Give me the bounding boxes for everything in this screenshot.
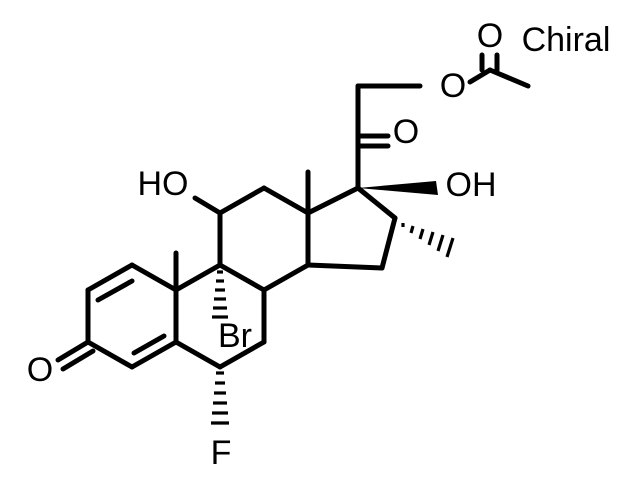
bromine-label: Br: [218, 317, 252, 355]
hydroxyl-11-label: HO: [138, 165, 189, 203]
oxygen-3-label: O: [27, 351, 53, 389]
hydroxyl-c17: OH: [358, 166, 497, 204]
ketone-c3: O: [27, 339, 96, 389]
oxygen-20-label: O: [393, 113, 419, 151]
fluoro-hash-bond: F: [211, 371, 232, 472]
methyl-c16-hash-bond: [401, 223, 455, 258]
fluorine-label: F: [211, 434, 232, 472]
bromo-hash-bond: Br: [212, 270, 252, 355]
ring-c: [217, 185, 311, 293]
hydroxyl-c11: HO: [138, 165, 223, 216]
oxygen-acetyl-label: O: [477, 17, 503, 55]
ring-b: [173, 262, 267, 370]
ring-d: [305, 185, 398, 271]
ring-a: [85, 262, 179, 370]
side-chain: O O O: [355, 17, 531, 191]
hydroxyl-17-label: OH: [446, 166, 497, 204]
chiral-label: Chiral: [522, 21, 611, 59]
oxygen-21-label: O: [440, 67, 466, 105]
